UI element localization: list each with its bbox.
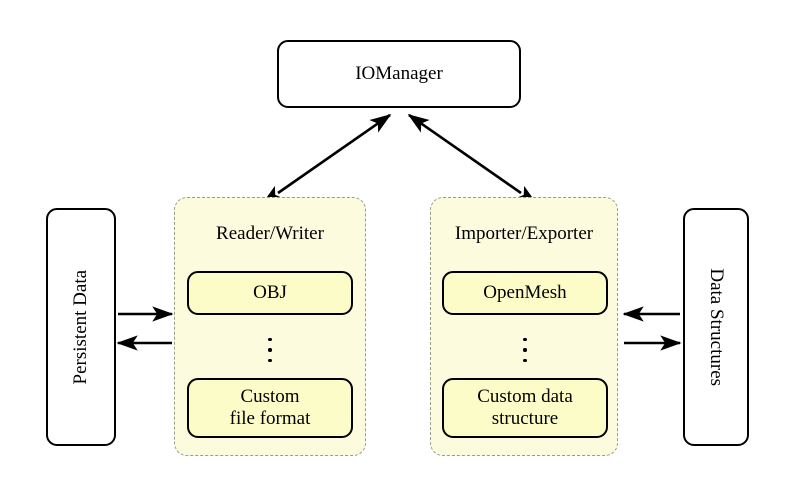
ellipsis-dot xyxy=(523,338,527,342)
ellipsis-importer-exporter xyxy=(518,338,532,362)
node-iomanager[interactable]: IOManager xyxy=(277,40,521,108)
node-obj-label: OBJ xyxy=(253,281,287,303)
node-openmesh-label: OpenMesh xyxy=(483,281,567,303)
node-custom-data-structure[interactable]: Custom data structure xyxy=(442,378,608,438)
node-persistent-data[interactable]: Persistent Data xyxy=(46,208,116,446)
node-data-structures[interactable]: Data Structures xyxy=(683,208,749,446)
node-iomanager-label: IOManager xyxy=(355,62,443,84)
arrow-readerwriter-iomanager xyxy=(261,113,392,205)
arrow-importerexporter-iomanager xyxy=(407,113,538,205)
group-importer-exporter-title: Importer/Exporter xyxy=(454,223,594,244)
ellipsis-dot xyxy=(268,358,272,362)
node-persistent-data-label: Persistent Data xyxy=(69,269,91,385)
ellipsis-dot xyxy=(268,338,272,342)
ellipsis-dot xyxy=(523,348,527,352)
node-custom-file-format[interactable]: Custom file format xyxy=(187,378,353,438)
node-custom-file-format-label: Custom file format xyxy=(229,385,311,429)
group-reader-writer-title: Reader/Writer xyxy=(216,223,324,244)
ellipsis-dot xyxy=(268,348,272,352)
node-data-structures-label: Data Structures xyxy=(706,268,728,386)
node-custom-data-structure-label: Custom data structure xyxy=(477,385,573,429)
node-obj[interactable]: OBJ xyxy=(187,271,353,315)
node-openmesh[interactable]: OpenMesh xyxy=(442,271,608,315)
ellipsis-reader-writer xyxy=(263,338,277,362)
ellipsis-dot xyxy=(523,358,527,362)
